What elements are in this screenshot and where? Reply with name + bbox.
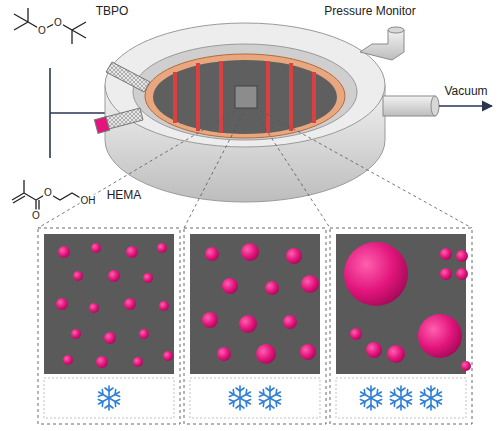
atom-label: O — [31, 210, 41, 221]
droplet-panels — [38, 228, 472, 424]
part-label: Vacuum — [444, 85, 487, 98]
reactor — [38, 23, 492, 228]
panel — [184, 228, 326, 424]
tbpo-structure — [14, 8, 86, 44]
chemical-name: TBPO — [96, 5, 129, 18]
panel — [38, 228, 180, 424]
hema-structure — [12, 180, 84, 214]
atom-label: OH — [80, 195, 97, 206]
part-label: Pressure Monitor — [324, 5, 415, 18]
chemical-name: HEMA — [107, 189, 142, 202]
atom-label: O — [53, 17, 63, 28]
atom-label: O — [37, 25, 47, 36]
atom-label: O — [43, 187, 53, 198]
panel — [330, 228, 472, 424]
